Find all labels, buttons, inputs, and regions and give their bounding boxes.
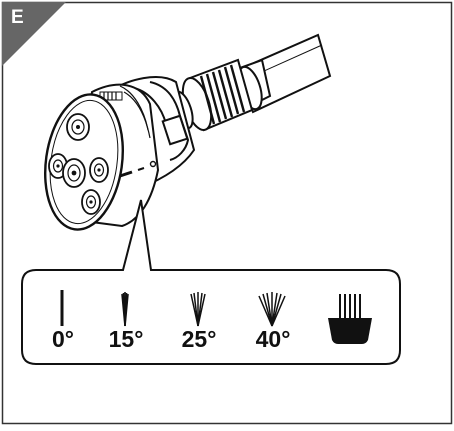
quick-connector: [172, 58, 254, 132]
narrow-fan-icon: [121, 292, 129, 327]
panel-letter: E: [11, 7, 24, 28]
brush-nozzle-icon: [328, 294, 372, 344]
figure-frame: [1, 1, 453, 425]
nozzle-head: [43, 83, 160, 231]
angle-label-40: 40°: [256, 326, 291, 352]
nozzle-face: [43, 93, 125, 231]
callout-bubble: [21, 199, 401, 365]
panel-corner-tab: [2, 2, 66, 66]
angle-label-15: 15°: [109, 326, 144, 352]
angle-label-0: 0°: [52, 326, 74, 352]
medium-fan-icon: [190, 292, 206, 327]
position-indicator-dot: [149, 160, 157, 168]
angle-label-25: 25°: [182, 326, 217, 352]
position-indicator-mark: [119, 170, 133, 178]
wide-fan-icon: [258, 292, 286, 327]
